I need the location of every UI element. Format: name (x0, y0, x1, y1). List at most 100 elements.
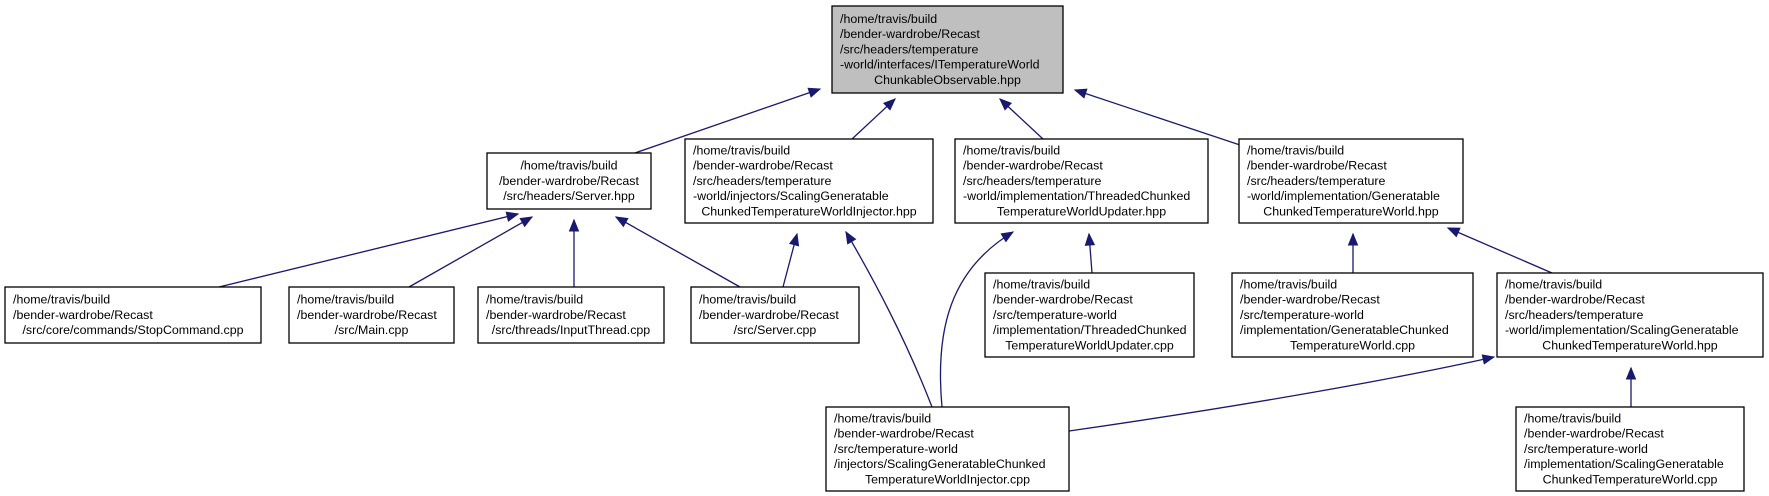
edge-main_cpp-to-server_hpp (408, 216, 534, 288)
node-label-line: -world/injectors/ScalingGeneratable (693, 189, 889, 203)
node-label-line: /bender-wardrobe/Recast (963, 159, 1103, 173)
node-label-line: /bender-wardrobe/Recast (1247, 159, 1387, 173)
node-label-line: ChunkedTemperatureWorldInjector.hpp (701, 204, 916, 218)
node-label-line: /src/Main.cpp (335, 323, 409, 337)
node-box (288, 286, 455, 344)
node-box (984, 272, 1195, 358)
arrowhead-icon (883, 98, 896, 111)
node-box (690, 286, 860, 344)
node-label-line: ChunkedTemperatureWorld.hpp (1542, 338, 1718, 352)
node-inputthread-cpp[interactable]: /home/travis/build/bender-wardrobe/Recas… (477, 286, 665, 344)
node-label-line: /bender-wardrobe/Recast (993, 293, 1133, 307)
node-label-line: /src/threads/InputThread.cpp (492, 323, 651, 337)
arrowhead-icon (1625, 366, 1637, 380)
edge-inputthread_cpp-to-server_hpp (568, 218, 580, 287)
node-label-line: /home/travis/build (699, 293, 796, 307)
edge-updater_cpp-to-updater_hpp (1084, 232, 1096, 274)
node-stopcommand-cpp[interactable]: /home/travis/build/bender-wardrobe/Recas… (4, 286, 262, 344)
nodes-layer: /home/travis/build/bender-wardrobe/Recas… (4, 5, 1764, 492)
edge-line (1447, 227, 1553, 274)
edge-injector_cpp-to-updater_hpp (939, 231, 1015, 408)
arrowhead-icon (999, 98, 1012, 111)
node-label-line: /home/travis/build (993, 278, 1090, 292)
node-label-line: -world/interfaces/ITemperatureWorld (840, 58, 1040, 72)
node-label-line: ChunkableObservable.hpp (874, 73, 1021, 87)
edge-line (615, 216, 741, 288)
node-label-line: /home/travis/build (1240, 278, 1337, 292)
node-server-hpp[interactable]: /home/travis/build/bender-wardrobe/Recas… (486, 152, 652, 210)
node-label-line: /src/temperature-world (834, 442, 958, 456)
node-label-line: /src/core/commands/StopCommand.cpp (22, 323, 243, 337)
node-box (954, 138, 1209, 224)
node-server-cpp[interactable]: /home/travis/build/bender-wardrobe/Recas… (690, 286, 860, 344)
node-label-line: /bender-wardrobe/Recast (840, 27, 980, 41)
arrowhead-icon (1073, 88, 1088, 99)
node-box (477, 286, 665, 344)
node-root: /home/travis/build/bender-wardrobe/Recas… (831, 5, 1064, 94)
node-label-line: /bender-wardrobe/Recast (1524, 427, 1664, 441)
node-label-line: /src/temperature-world (1240, 308, 1364, 322)
arrowhead-icon (614, 216, 629, 228)
arrowhead-icon (788, 232, 800, 247)
node-label-line: /implementation/GeneratableChunked (1240, 323, 1449, 337)
node-main-cpp[interactable]: /home/travis/build/bender-wardrobe/Recas… (288, 286, 455, 344)
arrowhead-icon (1084, 232, 1096, 246)
arrowhead-icon (568, 218, 580, 232)
arrowhead-icon (1347, 232, 1359, 246)
node-label-line: /home/travis/build (834, 412, 931, 426)
node-label-line: /home/travis/build (520, 159, 617, 173)
node-box (486, 152, 652, 210)
node-label-line: /bender-wardrobe/Recast (1240, 293, 1380, 307)
node-label-line: TemperatureWorldInjector.cpp (865, 472, 1030, 486)
edge-scaling_hpp-to-generatable_hpp (1446, 227, 1553, 274)
edge-injector_hpp-to-root (851, 98, 896, 140)
edge-line (939, 231, 1014, 408)
node-label-line: /bender-wardrobe/Recast (699, 308, 839, 322)
edge-line (218, 213, 519, 288)
node-label-line: /home/travis/build (1247, 144, 1344, 158)
node-label-line: ChunkedTemperatureWorld.cpp (1543, 472, 1718, 486)
node-box (1496, 272, 1764, 358)
node-label-line: /home/travis/build (1505, 278, 1602, 292)
arrowhead-icon (1446, 227, 1461, 238)
node-label-line: -world/implementation/ThreadedChunked (963, 189, 1190, 203)
node-label-line: TemperatureWorld.cpp (1290, 338, 1415, 352)
node-label-line: /src/headers/temperature (840, 42, 979, 56)
node-injector-cpp[interactable]: /home/travis/build/bender-wardrobe/Recas… (825, 406, 1070, 492)
node-label-line: /bender-wardrobe/Recast (486, 308, 626, 322)
node-label-line: /src/headers/temperature (693, 174, 832, 188)
arrowhead-icon (519, 216, 534, 228)
node-label-line: /bender-wardrobe/Recast (1505, 293, 1645, 307)
node-label-line: /src/headers/temperature (1505, 308, 1644, 322)
edges-layer (218, 87, 1637, 432)
node-generatable-cpp[interactable]: /home/travis/build/bender-wardrobe/Recas… (1231, 272, 1474, 358)
node-box (4, 286, 262, 344)
edge-generatable_hpp-to-root (1073, 88, 1241, 146)
node-label-line: -world/implementation/Generatable (1247, 189, 1440, 203)
node-injector-hpp[interactable]: /home/travis/build/bender-wardrobe/Recas… (684, 138, 934, 224)
node-label-line: /home/travis/build (693, 144, 790, 158)
edge-line (408, 216, 533, 288)
node-box (1515, 406, 1745, 492)
node-label-line: TemperatureWorldUpdater.cpp (1005, 338, 1174, 352)
node-scaling-cpp[interactable]: /home/travis/build/bender-wardrobe/Recas… (1515, 406, 1745, 492)
node-label-line: /implementation/ThreadedChunked (993, 323, 1187, 337)
node-label-line: /implementation/ScalingGeneratable (1524, 457, 1724, 471)
edge-generatable_cpp-to-generatable_hpp (1347, 232, 1359, 273)
arrowhead-icon (505, 211, 520, 222)
edge-stopcommand_cpp-to-server_hpp (218, 211, 520, 288)
node-updater-hpp[interactable]: /home/travis/build/bender-wardrobe/Recas… (954, 138, 1209, 224)
arrowhead-icon (845, 230, 857, 245)
edge-line (1074, 89, 1241, 146)
node-label-line: TemperatureWorldUpdater.hpp (997, 204, 1166, 218)
node-label-line: /home/travis/build (1524, 412, 1621, 426)
node-box (1238, 138, 1464, 224)
node-updater-cpp[interactable]: /home/travis/build/bender-wardrobe/Recas… (984, 272, 1195, 358)
edge-injector_cpp-to-scaling_hpp (1068, 354, 1496, 432)
node-label-line: /home/travis/build (486, 293, 583, 307)
node-box (831, 5, 1064, 94)
node-generatable-hpp[interactable]: /home/travis/build/bender-wardrobe/Recas… (1238, 138, 1464, 224)
node-label-line: /src/headers/Server.hpp (503, 189, 635, 203)
node-scaling-hpp[interactable]: /home/travis/build/bender-wardrobe/Recas… (1496, 272, 1764, 358)
